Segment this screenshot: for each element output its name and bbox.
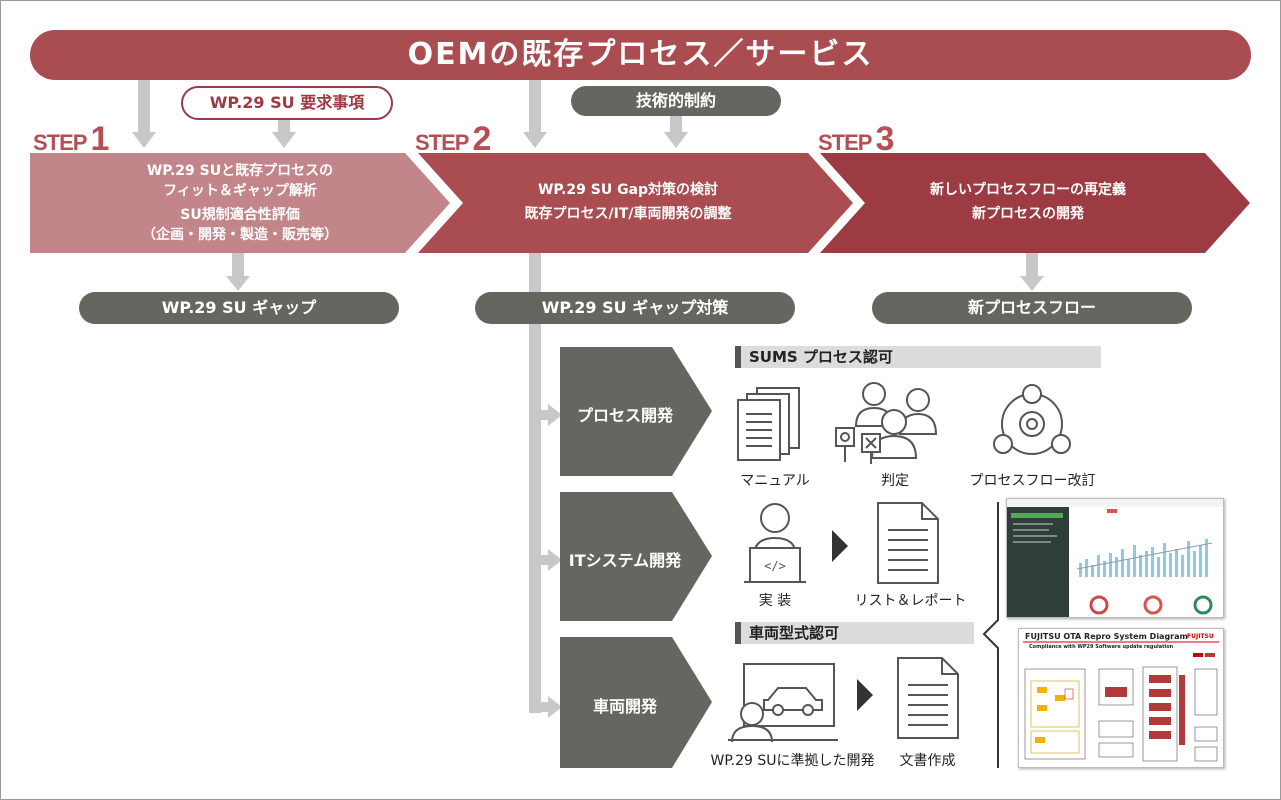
step2-output: WP.29 SU ギャップ対策 — [475, 292, 795, 324]
it-dev-shape — [560, 492, 712, 621]
constraint-pill: 技術的制約 — [571, 86, 781, 116]
process-dev-shape — [560, 347, 712, 476]
arrow-right-icon-2 — [857, 679, 873, 711]
judgement-caption: 判定 — [881, 473, 909, 489]
step1-output: WP.29 SU ギャップ — [79, 292, 399, 324]
sums-section-bar: SUMS プロセス認可 — [735, 346, 1101, 368]
car-design-icon — [728, 663, 838, 742]
doc-title: FUJITSU OTA Repro System Diagram — [1025, 632, 1188, 641]
developer-icon: </> — [744, 503, 806, 583]
manual-caption: マニュアル — [740, 473, 810, 489]
judgement-icon — [835, 382, 938, 464]
banner: OEMの既存プロセス／サービス — [30, 30, 1251, 80]
vehicle-dev-shape — [560, 637, 712, 768]
step2-chevron — [418, 153, 853, 253]
documentation-caption: 文書作成 — [899, 753, 956, 769]
step3-text: 新しいプロセスフローの再定義 新プロセスの開発 — [930, 182, 1126, 222]
process-dev-label: プロセス開発 — [576, 406, 673, 425]
doc-logo: FUJITSU — [1187, 633, 1214, 640]
manual-icon — [737, 387, 800, 461]
arrow-banner-step1 — [138, 80, 150, 136]
it-dev-label: ITシステム開発 — [568, 551, 682, 570]
document-screenshot: FUJITSU OTA Repro System Diagram FUJITSU… — [1018, 628, 1224, 768]
bracket — [982, 502, 999, 768]
doc-subtitle: Compliance with WP29 Software update reg… — [1029, 644, 1174, 650]
step3-chevron — [820, 153, 1250, 253]
vehicle-type-section-bar: 車両型式認可 — [735, 622, 974, 644]
compliant-dev-caption: WP.29 SUに準拠した開発 — [710, 753, 875, 769]
doc-diagram-thumbnail — [1023, 641, 1219, 762]
dashboard-thumbnail — [1007, 499, 1223, 617]
dashboard-screenshot — [1006, 498, 1224, 618]
svg-text:</>: </> — [764, 559, 786, 573]
step1-text: WP.29 SUと既存プロセスの フィット＆ギャップ解析 SU規制適合性評価 （… — [142, 163, 338, 243]
report-icon — [877, 502, 939, 584]
document-icon — [897, 657, 959, 739]
arrow-right-icon — [832, 530, 848, 562]
implementation-caption: 実 装 — [758, 593, 792, 609]
step2-text: WP.29 SU Gap対策の検討 既存プロセス/IT/車両開発の調整 — [524, 182, 732, 222]
requirement-pill: WP.29 SU 要求事項 — [181, 86, 393, 120]
step1-chevron — [30, 153, 450, 253]
list-report-caption: リスト＆レポート — [854, 593, 967, 609]
process-cycle-icon — [993, 384, 1071, 455]
step3-output: 新プロセスフロー — [872, 292, 1192, 324]
process-revision-caption: プロセスフロー改訂 — [969, 473, 1096, 489]
vehicle-dev-label: 車両開発 — [592, 697, 657, 716]
